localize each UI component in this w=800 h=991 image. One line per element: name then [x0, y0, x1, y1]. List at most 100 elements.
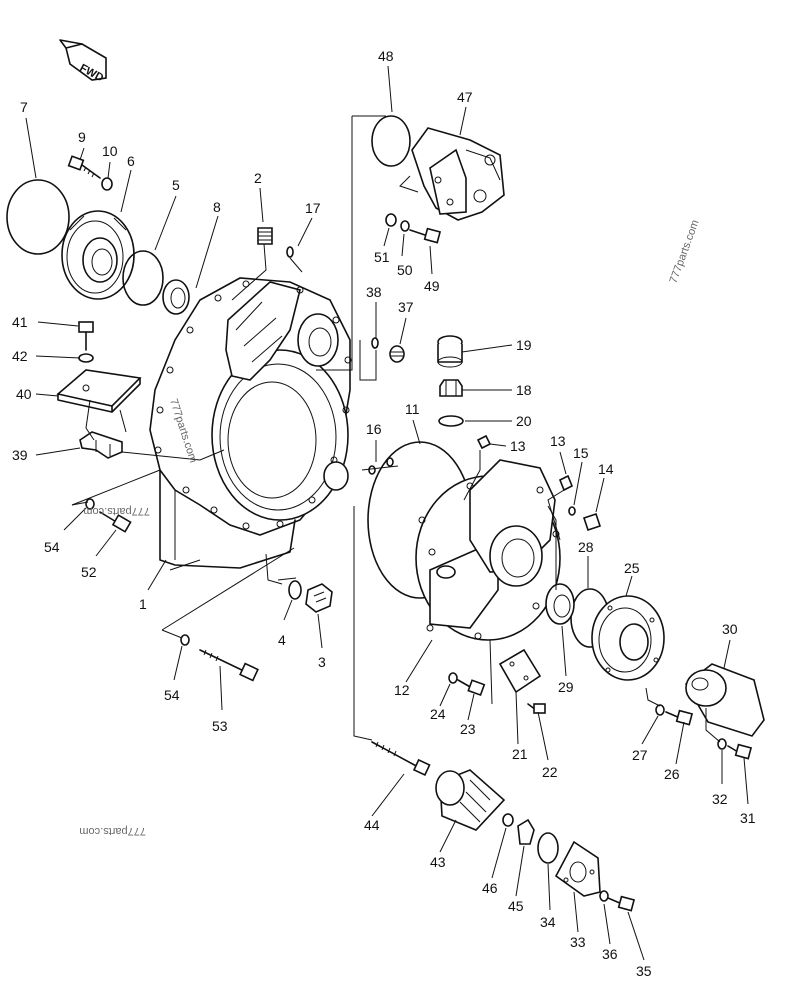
- callout-22: 22: [542, 764, 558, 780]
- washer-54b: [180, 634, 190, 646]
- oring-34: [537, 832, 559, 864]
- callout-50: 50: [397, 262, 413, 278]
- washer-32: [717, 738, 727, 750]
- element-43: [435, 769, 506, 831]
- callout-36: 36: [602, 946, 618, 962]
- callout-32: 32: [712, 791, 728, 807]
- callout-19: 19: [516, 337, 532, 353]
- bolt-35: [607, 895, 636, 912]
- callout-14: 14: [598, 461, 614, 477]
- bolt-52: [99, 511, 132, 533]
- callout-24: 24: [430, 706, 446, 722]
- fitting-18: [439, 379, 463, 397]
- callout-30: 30: [722, 621, 738, 637]
- watermark-2: 777parts.com: [668, 218, 702, 285]
- washer-54a: [85, 498, 95, 510]
- oring-15: [568, 506, 576, 516]
- cover-6: [61, 210, 135, 300]
- callout-54a: 54: [44, 539, 60, 555]
- oring-4: [288, 580, 302, 600]
- bolt-41: [78, 321, 94, 351]
- plate-21: [498, 648, 542, 694]
- bolt-53: [199, 649, 259, 682]
- oring-38: [371, 337, 379, 349]
- callout-48: 48: [378, 48, 394, 64]
- plug-13a: [476, 434, 492, 450]
- cover-33: [554, 840, 601, 897]
- callout-3: 3: [318, 654, 326, 670]
- callout-10: 10: [102, 143, 118, 159]
- oring-17: [286, 246, 294, 258]
- bolt-22: [527, 703, 546, 714]
- callout-45: 45: [508, 898, 524, 914]
- callout-25: 25: [624, 560, 640, 576]
- callout-11: 11: [405, 401, 420, 417]
- callout-16: 16: [366, 421, 382, 437]
- bolt-9: [67, 155, 101, 179]
- case-12: [415, 459, 561, 641]
- callout-41: 41: [12, 314, 28, 330]
- callout-46: 46: [482, 880, 498, 896]
- callout-38: 38: [366, 284, 382, 300]
- callout-7: 7: [20, 99, 28, 115]
- callout-37: 37: [398, 299, 414, 315]
- callout-35: 35: [636, 963, 652, 979]
- bolt-44: [371, 741, 431, 777]
- callout-44: 44: [364, 817, 380, 833]
- callout-18: 18: [516, 382, 532, 398]
- seal-29: [545, 583, 575, 625]
- bolt-23: [457, 679, 486, 697]
- callout-52: 52: [81, 564, 97, 580]
- callout-6: 6: [127, 153, 135, 169]
- callout-13b: 13: [550, 433, 566, 449]
- callout-2: 2: [254, 170, 262, 186]
- oring-7: [6, 179, 70, 255]
- callout-9: 9: [78, 129, 86, 145]
- seal-8: [162, 279, 190, 315]
- washer-36: [599, 890, 609, 902]
- callout-47: 47: [457, 89, 473, 105]
- clamp-39: [79, 431, 123, 459]
- callout-26: 26: [664, 766, 680, 782]
- callout-53: 53: [212, 718, 228, 734]
- bolt-31: [727, 743, 753, 760]
- bolt-49: [409, 227, 442, 244]
- washer-10: [101, 177, 113, 191]
- callout-29: 29: [558, 679, 574, 695]
- housing-1: [149, 277, 352, 569]
- callout-17: 17: [305, 200, 321, 216]
- callout-51: 51: [374, 249, 390, 265]
- oring-16a: [368, 465, 376, 475]
- oring-5: [122, 250, 164, 306]
- oring-20: [438, 415, 464, 427]
- washer-51: [385, 213, 397, 227]
- bolt-26: [665, 709, 694, 726]
- callout-49: 49: [424, 278, 440, 294]
- callout-39: 39: [12, 447, 28, 463]
- leader-lines: [25, 65, 749, 961]
- breather-19: [437, 335, 463, 368]
- nut-45: [517, 818, 535, 845]
- callout-31: 31: [740, 810, 756, 826]
- fwd-arrow-icon: FWD: [59, 39, 107, 84]
- pump-47: [411, 127, 505, 221]
- washer-24: [448, 672, 458, 684]
- plug-3: [305, 583, 333, 613]
- callout-4: 4: [278, 632, 286, 648]
- oring-16b: [386, 457, 394, 467]
- plug-2: [257, 227, 273, 245]
- plug-14: [582, 512, 602, 532]
- callout-34: 34: [540, 914, 556, 930]
- watermark-4: 777parts.com: [79, 825, 146, 837]
- callout-42: 42: [12, 348, 28, 364]
- callout-23: 23: [460, 721, 476, 737]
- watermark-3: 777parts.com: [83, 505, 150, 517]
- callout-8: 8: [213, 199, 221, 215]
- callout-33: 33: [570, 934, 586, 950]
- washer-42: [78, 353, 94, 363]
- callout-28: 28: [578, 539, 594, 555]
- washer-50: [400, 220, 410, 232]
- callout-20: 20: [516, 413, 532, 429]
- callout-27: 27: [632, 747, 648, 763]
